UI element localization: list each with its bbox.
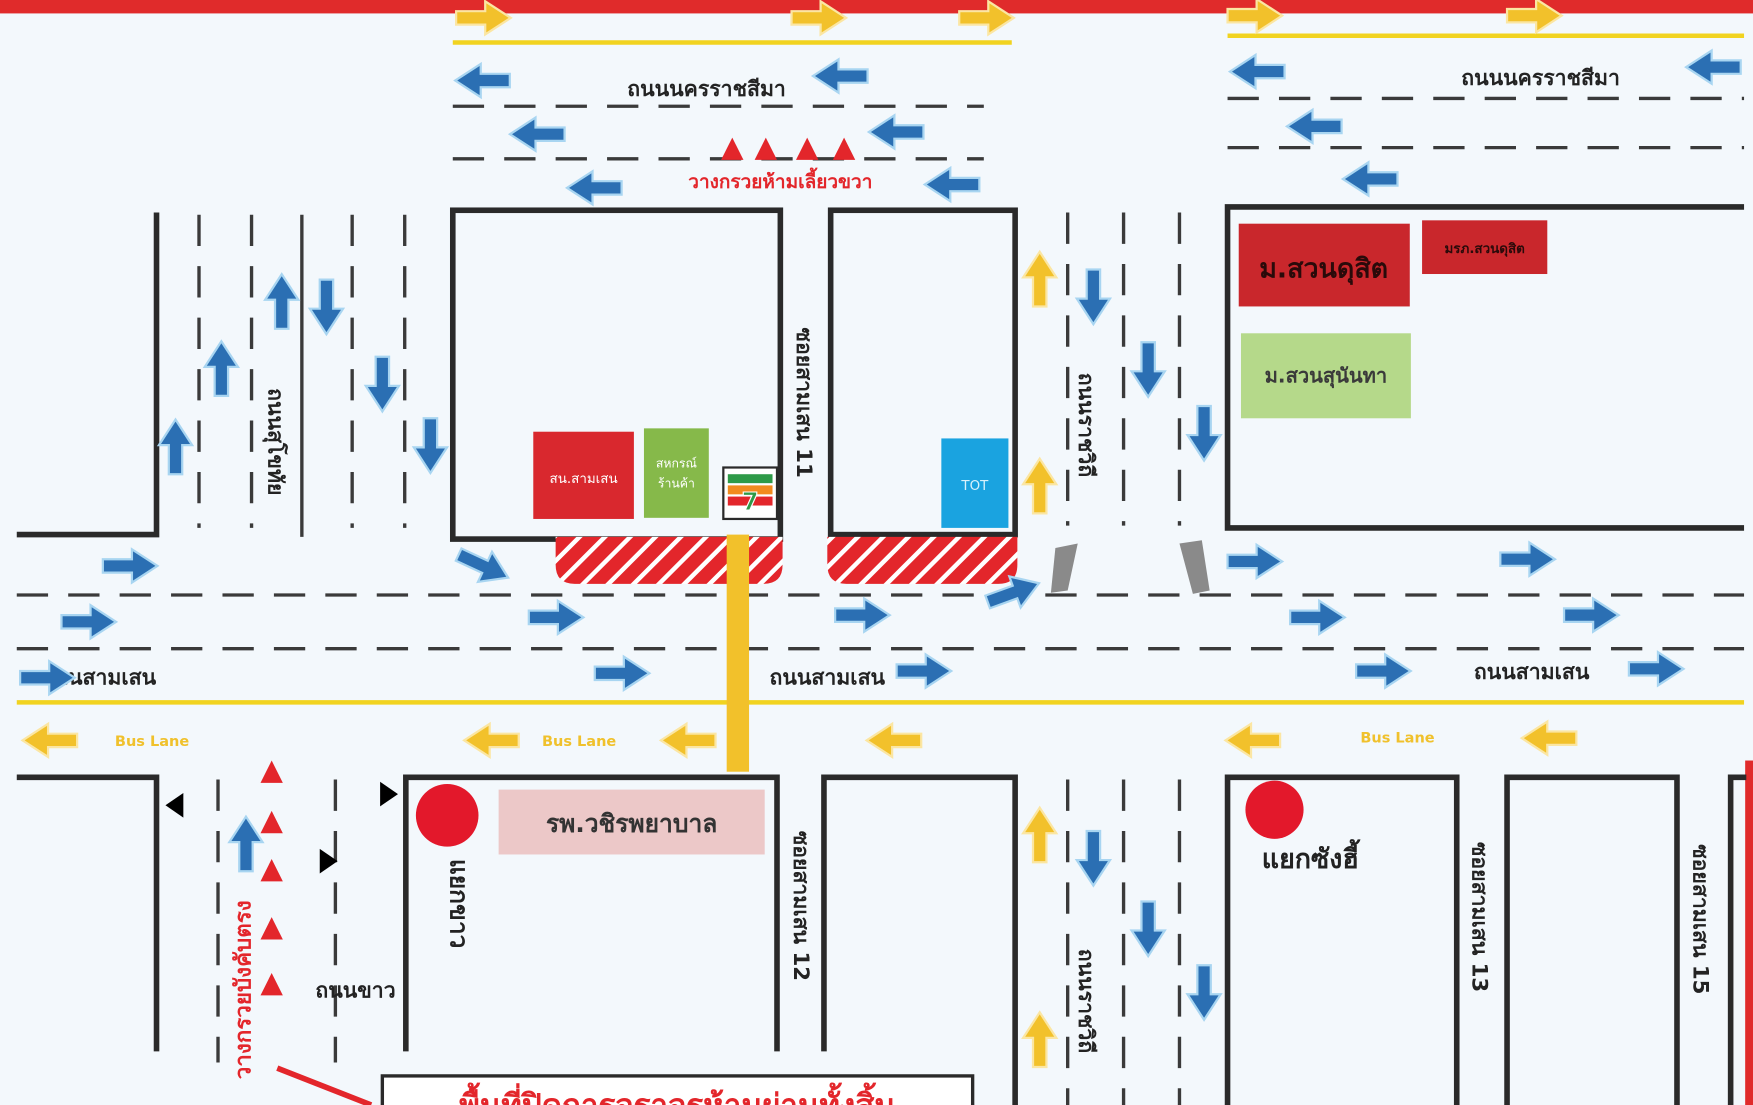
suan-dusit-small-label: มรภ.สวนดุสิต <box>1444 241 1524 257</box>
sang-hee-intersection-label: แยกซังฮี้ <box>1262 839 1361 875</box>
police-station-box <box>533 431 634 519</box>
city-block <box>16 774 160 1052</box>
intersection-marker <box>1245 780 1304 839</box>
suan-dusit-label: ม.สวนดุสิต <box>1259 253 1388 285</box>
road-label: ถนนสุโขทัย <box>261 388 288 495</box>
traffic-cone-icon <box>721 137 744 160</box>
city-block <box>1727 774 1747 1105</box>
suan-sunandha-label: ม.สวนสุนันทา <box>1265 363 1388 388</box>
pointer-line <box>276 1065 373 1105</box>
lane-separator <box>1179 540 1210 594</box>
road-label: ซอยสามเสน 13 <box>1466 842 1491 992</box>
vajira-hospital-box <box>498 789 765 855</box>
bus-lane-label: Bus Lane <box>115 734 189 750</box>
suan-dusit-box <box>1238 223 1410 307</box>
road-label: ซอยสามเสน 12 <box>788 831 813 981</box>
police-station-label: สน.สามเสน <box>550 472 618 487</box>
road-label: ถนนนครราชสีมา <box>627 77 786 102</box>
city-block <box>1224 204 1745 531</box>
vajira-hospital-label: รพ.วชิรพยาบาล <box>546 809 717 838</box>
svg-text:7: 7 <box>742 487 759 516</box>
traffic-cone-icon <box>260 810 283 834</box>
road-label: ซอยสามเสน 15 <box>1688 844 1713 994</box>
road-label: ถนนนครราชสีมา <box>1461 66 1620 91</box>
traffic-cone-icon <box>832 137 856 160</box>
khao-intersection-label: แยกขาว <box>445 859 474 949</box>
closure-note-text: พื้นที่ปิดการจราจรห้ามผ่านทั้งสิ้น <box>459 1082 896 1105</box>
city-block <box>827 207 1018 538</box>
traffic-cone-icon <box>260 760 283 783</box>
city-block <box>821 774 1018 1105</box>
road-label: ถนนราชวิถี <box>1073 949 1098 1053</box>
bus-lane-label: Bus Lane <box>1360 731 1434 747</box>
road-label: ถนนขาว <box>315 979 395 1004</box>
city-block <box>1504 774 1680 1105</box>
tot-box <box>941 438 1009 528</box>
traffic-cone-icon <box>754 137 777 160</box>
road-label: ถนนสามเสน <box>770 665 886 690</box>
closed-area-hatch <box>555 536 783 584</box>
traffic-cone-icon <box>260 973 283 996</box>
pedestrian-crossing-bar <box>726 534 750 772</box>
closure-note-box <box>380 1074 975 1105</box>
road-label: ถนนราชวิถี <box>1073 373 1098 477</box>
seven-eleven-logo-icon: 7 <box>722 466 779 521</box>
road-label: ถนนสามเสน <box>1474 660 1590 685</box>
traffic-cone-icon <box>260 858 283 882</box>
lane-separator <box>1050 543 1078 593</box>
traffic-cone-icon <box>260 917 283 940</box>
straight-only-note: วางกรวยบังคับตรง <box>230 900 256 1079</box>
suan-sunandha-box <box>1240 333 1411 419</box>
coop-box <box>643 428 709 518</box>
coop-label: ร้านค้า <box>658 477 695 491</box>
traffic-cone-icon <box>796 137 819 160</box>
city-block <box>1224 774 1460 1105</box>
bus-lane-label: Bus Lane <box>542 734 616 750</box>
city-block <box>16 212 160 538</box>
no-right-turn-note: วางกรวยห้ามเลี้ยวขวา <box>688 167 872 193</box>
coop-label: สหกรณ์ <box>656 456 697 470</box>
tot-label: TOT <box>960 479 989 494</box>
suan-dusit-small-box <box>1422 220 1548 275</box>
intersection-marker <box>415 784 479 847</box>
city-block <box>403 774 780 1052</box>
road-label: ซอยสามเสน 11 <box>791 328 816 478</box>
closed-area-hatch <box>827 536 1018 584</box>
top-frame-bar <box>0 0 1753 14</box>
right-frame-bar <box>1745 760 1753 1105</box>
